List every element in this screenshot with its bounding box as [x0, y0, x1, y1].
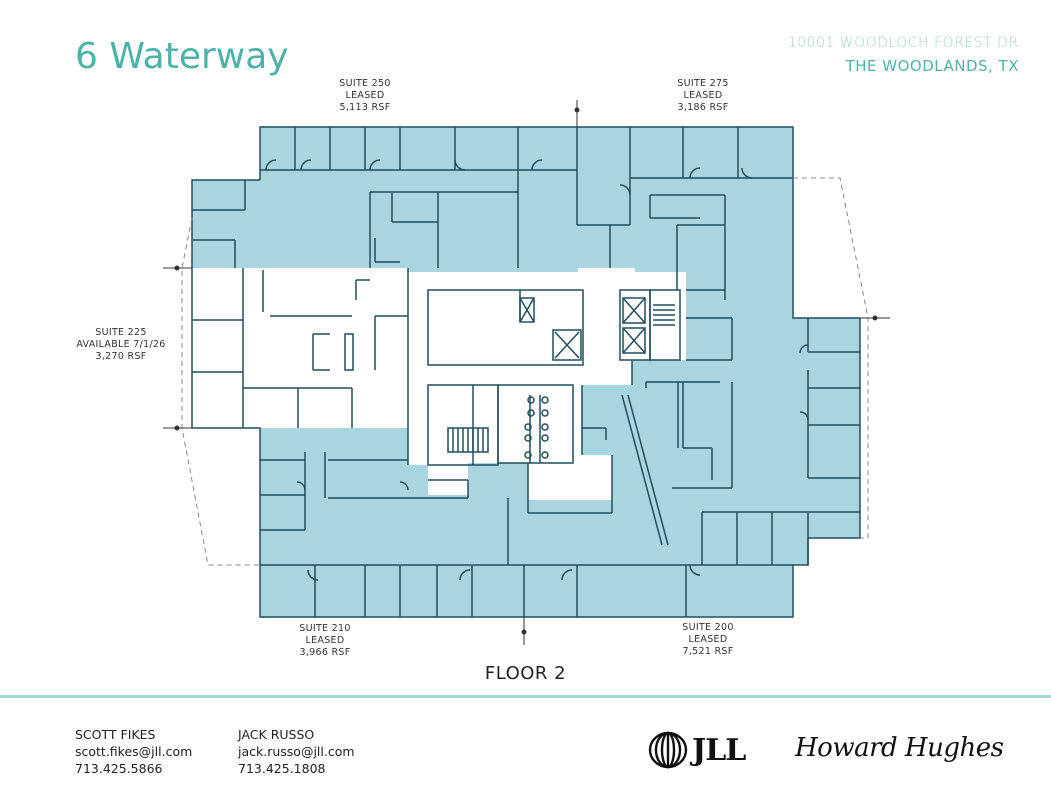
suite-225-status: AVAILABLE 7/1/26 [76, 339, 166, 350]
suite-275-area: 3,186 RSF [677, 102, 729, 113]
suite-275-status: LEASED [683, 90, 723, 101]
contact-name: JACK RUSSO [238, 727, 315, 742]
contact-name: SCOTT FIKES [75, 727, 156, 742]
suite-200-label: SUITE 200 LEASED 7,521 RSF [668, 622, 748, 658]
howard-hughes-logo: Howard Hughes [795, 733, 1004, 763]
suite-250-name: SUITE 250 [339, 78, 391, 89]
contact-phone[interactable]: 713.425.5866 [75, 761, 163, 776]
suite-200-area: 7,521 RSF [682, 646, 734, 657]
suite-225-area: 3,270 RSF [95, 351, 147, 362]
suite-225-label: SUITE 225 AVAILABLE 7/1/26 3,270 RSF [65, 327, 177, 363]
contact-email[interactable]: jack.russo@jll.com [238, 744, 355, 759]
suite-200-status: LEASED [688, 634, 728, 645]
address-street: 10001 WOODLOCH FOREST DR. [787, 35, 1023, 51]
suite-210-name: SUITE 210 [299, 623, 351, 634]
jll-wordmark: JLL [692, 732, 746, 768]
footer-divider [0, 695, 1051, 698]
contact-email[interactable]: scott.fikes@jll.com [75, 744, 193, 759]
suite-250-area: 5,113 RSF [339, 102, 391, 113]
suite-275-label: SUITE 275 LEASED 3,186 RSF [663, 78, 743, 114]
suite-210-label: SUITE 210 LEASED 3,966 RSF [285, 623, 365, 659]
suite-210-status: LEASED [305, 635, 345, 646]
address-city: THE WOODLANDS, TX [845, 57, 1019, 75]
floor-plan [163, 100, 890, 645]
contact-scott-fikes: SCOTT FIKES scott.fikes@jll.com 713.425.… [75, 726, 192, 777]
suite-210-area: 3,966 RSF [299, 647, 351, 658]
page-title: 6 Waterway [75, 36, 289, 77]
floor-label: FLOOR 2 [484, 663, 567, 684]
contact-jack-russo: JACK RUSSO jack.russo@jll.com 713.425.18… [238, 726, 355, 777]
suite-200-name: SUITE 200 [682, 622, 734, 633]
suite-275-name: SUITE 275 [677, 78, 729, 89]
suite-250-label: SUITE 250 LEASED 5,113 RSF [325, 78, 405, 114]
suite-250-status: LEASED [345, 90, 385, 101]
contact-phone[interactable]: 713.425.1808 [238, 761, 326, 776]
suite-225-name: SUITE 225 [95, 327, 147, 338]
jll-mark-icon [648, 731, 688, 769]
jll-logo: JLL [648, 730, 746, 770]
